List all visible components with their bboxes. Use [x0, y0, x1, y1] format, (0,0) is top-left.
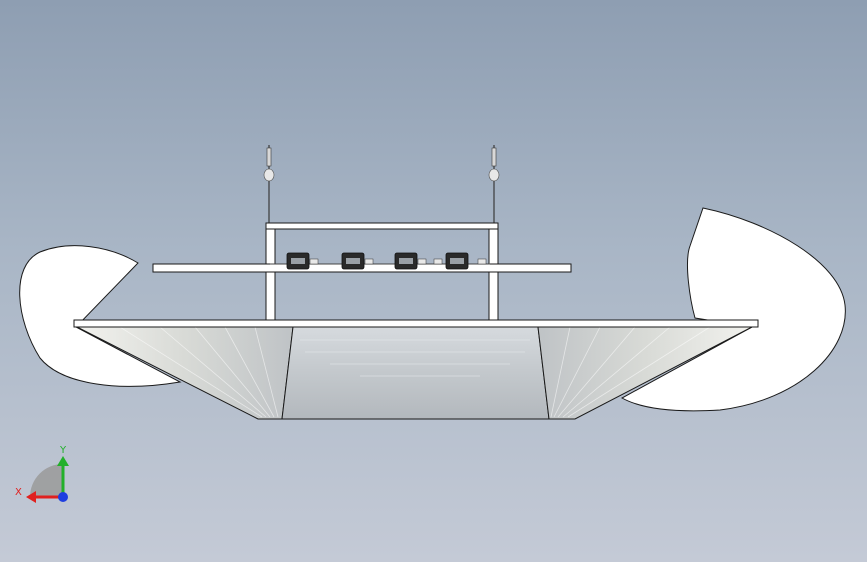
- z-axis-dot: [58, 492, 68, 502]
- right-suspension-wire: [488, 145, 500, 227]
- reflector-housing: [76, 326, 753, 420]
- y-axis-arrow: [57, 456, 69, 466]
- left-frame-post: [265, 228, 276, 322]
- right-shield-lobe: [620, 207, 846, 412]
- small-terminal-blocks: [309, 258, 487, 265]
- reflector-rim: [73, 319, 759, 328]
- triad-base-sector: [30, 464, 63, 497]
- x-axis-arrow: [26, 491, 36, 503]
- x-axis-label: X: [15, 487, 22, 498]
- coordinate-triad: Y X: [15, 445, 69, 503]
- y-axis-label: Y: [59, 445, 67, 456]
- connector-2: [341, 252, 365, 270]
- left-shield-lobe: [19, 245, 182, 387]
- connector-3: [394, 252, 418, 270]
- top-frame-bar: [265, 222, 499, 230]
- connector-1: [286, 252, 310, 270]
- connector-4: [445, 252, 469, 270]
- right-frame-post: [488, 228, 499, 322]
- left-suspension-wire: [263, 145, 275, 227]
